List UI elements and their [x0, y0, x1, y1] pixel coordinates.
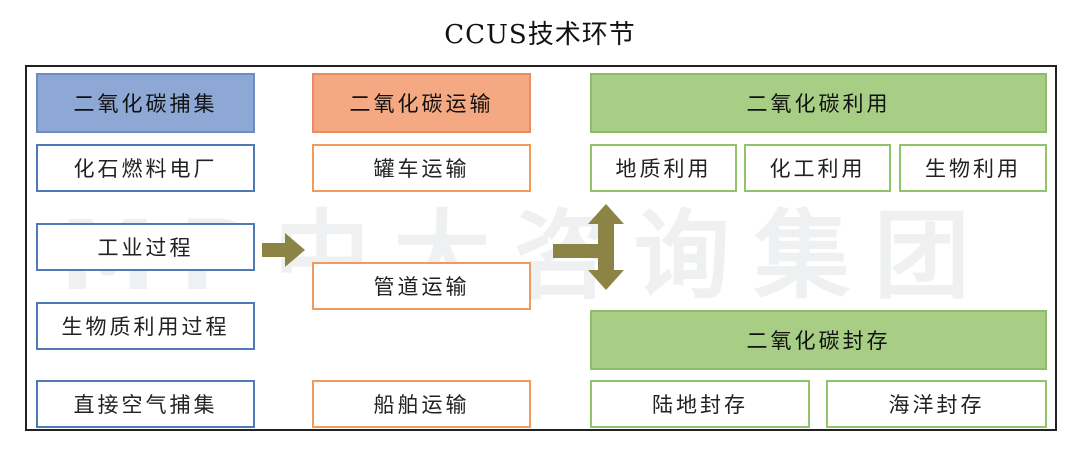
- transport-header: 二氧化碳运输: [312, 73, 531, 133]
- diagram-frame: [25, 65, 1057, 431]
- utilization-header: 二氧化碳利用: [590, 73, 1047, 133]
- storage-item-land: 陆地封存: [590, 380, 810, 428]
- utilization-item-biological: 生物利用: [899, 144, 1047, 192]
- capture-item-direct-air: 直接空气捕集: [36, 380, 255, 428]
- storage-item-ocean: 海洋封存: [826, 380, 1047, 428]
- transport-item-ship: 船舶运输: [312, 380, 531, 428]
- capture-item-biomass: 生物质利用过程: [36, 302, 255, 350]
- arrow-right-icon: [262, 233, 305, 267]
- utilization-item-geological: 地质利用: [590, 144, 737, 192]
- diagram-title: CCUS技术环节: [444, 20, 636, 50]
- transport-item-pipeline: 管道运输: [312, 262, 531, 310]
- capture-item-power-plant: 化石燃料电厂: [36, 144, 255, 192]
- capture-item-industrial: 工业过程: [36, 223, 255, 271]
- arrow-up-icon: [588, 204, 624, 258]
- arrow-down-icon: [588, 258, 624, 290]
- storage-header: 二氧化碳封存: [590, 310, 1047, 370]
- capture-header: 二氧化碳捕集: [36, 73, 255, 133]
- arrow-stem: [553, 244, 593, 258]
- transport-item-tanker: 罐车运输: [312, 144, 531, 192]
- utilization-item-chemical: 化工利用: [744, 144, 891, 192]
